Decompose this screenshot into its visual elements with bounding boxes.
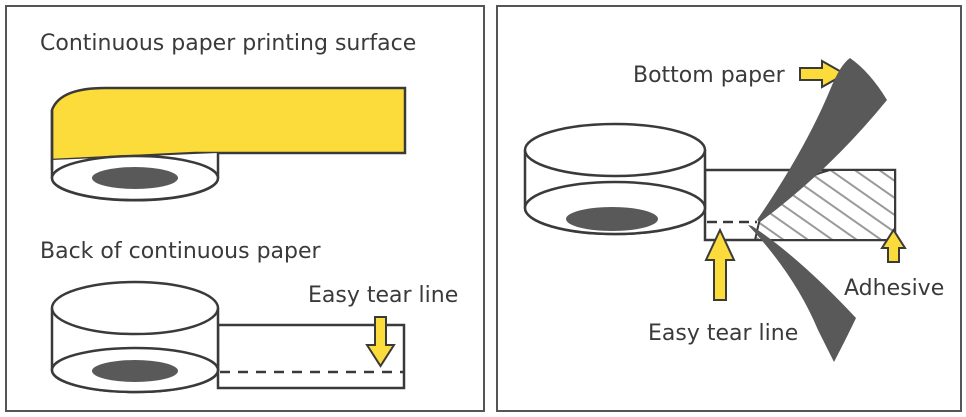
right-roll-core xyxy=(566,207,658,231)
back-roll-core xyxy=(92,360,178,382)
tear-down-arrow-icon xyxy=(365,316,396,368)
adhesive-up-arrow-icon xyxy=(880,228,907,263)
bottom-paper-lower-flap xyxy=(748,225,856,362)
back-roll xyxy=(50,280,406,394)
back-roll-top xyxy=(50,280,220,336)
tear-up-arrow-icon xyxy=(704,227,736,301)
back-of-paper-label: Back of continuous paper xyxy=(40,239,322,264)
right-tear-line-label: Easy tear line xyxy=(648,321,798,346)
printing-roll xyxy=(50,86,407,202)
left-tear-line-label: Easy tear line xyxy=(308,283,458,308)
yellow-paper-strip xyxy=(50,86,407,162)
right-roll-top xyxy=(523,122,707,178)
bottom-paper-arrow-icon xyxy=(799,59,848,89)
printing-surface-label: Continuous paper printing surface xyxy=(40,31,416,56)
right-roll xyxy=(523,122,707,236)
roll-core xyxy=(92,167,178,189)
bottom-paper-upper-flap xyxy=(757,58,887,222)
back-paper-strip xyxy=(216,323,406,390)
adhesive-label: Adhesive xyxy=(844,276,944,301)
bottom-paper-label: Bottom paper xyxy=(633,63,786,88)
